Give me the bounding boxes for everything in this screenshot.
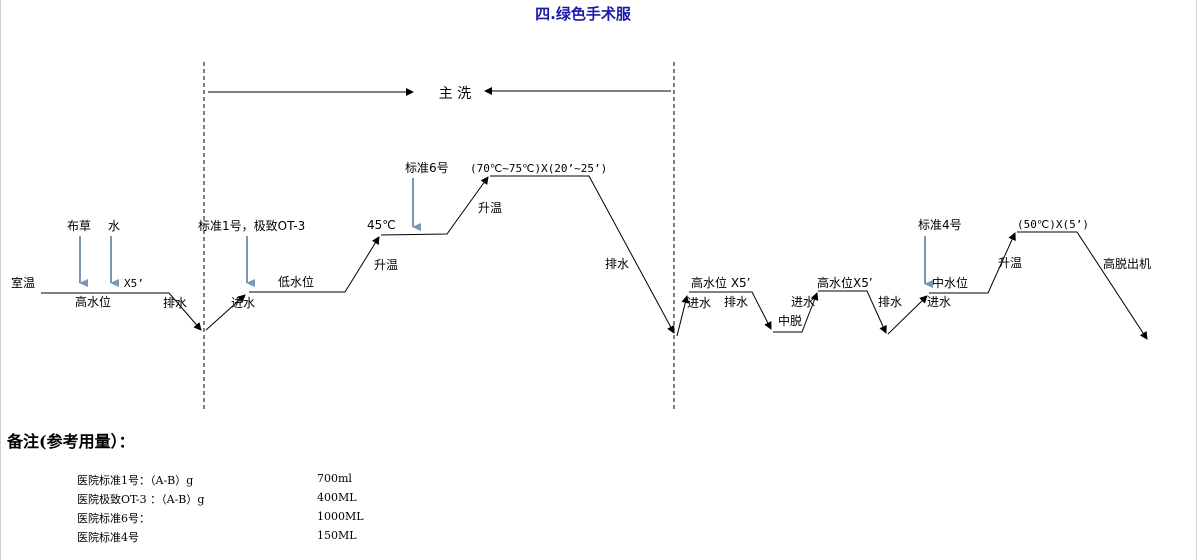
diagram-title: 四.绿色手术服 <box>535 5 632 23</box>
step-labels: 室温 布草 水 X5’ 高水位 排水 标准1号，极致OT-3 进水 低水位 升温… <box>11 161 1151 328</box>
label-high-level-x5-a: 高水位 X5’ <box>691 275 751 290</box>
main-wash-label: 主 洗 <box>439 86 471 102</box>
usage-name: 医院标准6号： <box>77 512 150 525</box>
heat-segment-1 <box>249 236 380 293</box>
label-fill-3: 进水 <box>791 295 815 309</box>
label-mid-spin: 中脱 <box>778 313 802 328</box>
label-water: 水 <box>108 219 120 233</box>
label-std4: 标准4号 <box>918 218 962 232</box>
label-fill-4: 进水 <box>927 295 951 309</box>
label-heat-3: 升温 <box>998 256 1022 270</box>
usage-name: 医院标准1号：（A-B）g <box>77 474 194 487</box>
final-spin-segment <box>1017 231 1148 340</box>
label-cloth: 布草 <box>67 219 91 233</box>
heat-segment-3 <box>929 232 1016 294</box>
usage-amount: 700ml <box>317 472 352 485</box>
label-std6: 标准6号 <box>405 161 449 175</box>
label-high-spin-out: 高脱出机 <box>1103 256 1151 271</box>
label-heat-1: 升温 <box>374 258 398 272</box>
label-drain-1: 排水 <box>163 296 187 310</box>
label-std1-ot3: 标准1号，极致OT-3 <box>198 219 305 233</box>
label-fill-2: 进水 <box>687 296 711 310</box>
mid-spin-segment <box>773 292 819 333</box>
fill-segment-1 <box>205 294 246 331</box>
label-x5-first: X5’ <box>124 277 144 290</box>
label-high-level-1: 高水位 <box>75 294 111 309</box>
label-fill-1: 进水 <box>231 296 255 310</box>
rinse-drain-segment-2 <box>818 290 887 334</box>
label-main-wash-temp: (70℃~75℃)X(20’~25’) <box>470 162 607 175</box>
fill-segment-3 <box>887 295 928 335</box>
rinse-drain-segment-1 <box>689 291 772 330</box>
label-temp-45: 45℃ <box>367 218 396 232</box>
usage-amount: 1000ML <box>317 510 364 523</box>
label-drain-2: 排水 <box>605 257 629 271</box>
prewash-segment <box>41 292 202 331</box>
label-room-temp: 室温 <box>11 275 35 290</box>
fill-segment-2 <box>676 295 690 337</box>
process-curve <box>41 175 1148 340</box>
process-diagram: 四.绿色手术服 主 洗 <box>11 5 1151 410</box>
usage-amount: 150ML <box>317 529 357 542</box>
label-mid-level: 中水位 <box>932 275 968 290</box>
main-wash-drain-segment <box>490 175 675 334</box>
label-low-level: 低水位 <box>278 274 314 289</box>
dosing-arrows <box>79 178 933 288</box>
usage-name: 医院极致OT-3 ：（A-B）g <box>77 493 205 506</box>
usage-name: 医院标准4号 <box>77 531 139 544</box>
label-drain-4: 排水 <box>878 295 902 309</box>
heat-segment-2 <box>380 176 489 236</box>
label-final-temp: (50℃)X(5’) <box>1017 218 1089 231</box>
label-drain-3: 排水 <box>724 295 748 309</box>
label-high-level-x5-b: 高水位X5’ <box>817 275 873 290</box>
usage-amount: 400ML <box>317 491 357 504</box>
label-heat-2: 升温 <box>478 201 502 215</box>
remarks-title: 备注(参考用量）： <box>7 432 135 451</box>
